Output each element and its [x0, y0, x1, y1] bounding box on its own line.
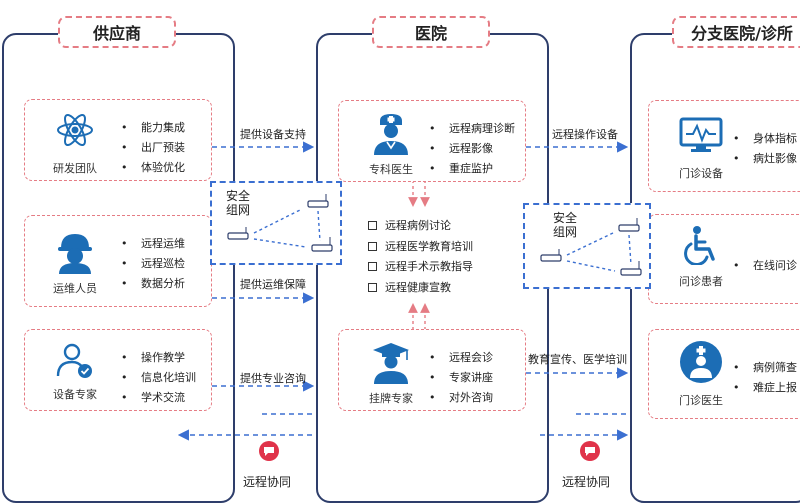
list-item: 难症上报 [733, 378, 797, 398]
list-item: 专家讲座 [429, 368, 493, 388]
card-items: 远程运维 远程巡检 数据分析 [121, 234, 185, 294]
list-item: 远程巡检 [121, 254, 185, 274]
card-items: 病例筛查 难症上报 [733, 358, 797, 398]
list-item: 远程病理诊断 [429, 119, 515, 139]
clinic-doctor-icon [680, 341, 722, 383]
list-item: 远程医学教育培训 [368, 237, 473, 258]
list-item: 信息化培训 [121, 368, 196, 388]
card-caption: 门诊医生 [679, 394, 723, 407]
list-item: 数据分析 [121, 274, 185, 294]
atom-icon [57, 113, 93, 147]
list-item: 病例筛查 [733, 358, 797, 378]
list-item: 重症监护 [429, 159, 515, 179]
label-ops-support: 提供运维保障 [240, 278, 306, 291]
network-box-right: 安全 组网 [523, 203, 651, 289]
list-item: 远程运维 [121, 234, 185, 254]
card-items: 操作教学 信息化培训 学术交流 [121, 348, 196, 408]
list-item: 身体指标 [733, 129, 797, 149]
list-item: 能力集成 [121, 118, 185, 138]
card-ops-staff: 运维人员 远程运维 远程巡检 数据分析 [24, 215, 212, 307]
list-item: 操作教学 [121, 348, 196, 368]
list-item: 远程病例讨论 [368, 216, 473, 237]
list-item: 病灶影像 [733, 149, 797, 169]
list-item: 远程手术示教指导 [368, 257, 473, 278]
card-caption: 挂牌专家 [369, 392, 413, 405]
list-item: 在线问诊 [733, 256, 797, 276]
label-collab-right: 远程协同 [562, 475, 611, 489]
list-item: 学术交流 [121, 388, 196, 408]
card-caption: 设备专家 [53, 388, 97, 401]
expert-icon [56, 343, 92, 378]
label-remote-operate: 远程操作设备 [552, 128, 618, 141]
network-box-left: 安全 组网 [210, 181, 342, 265]
label-consult: 提供专业咨询 [240, 372, 306, 385]
card-caption: 专科医生 [369, 163, 413, 176]
router-network-icon [540, 218, 642, 276]
network-label-text: 安全 组网 [226, 189, 251, 217]
collab-icon-left [259, 441, 279, 461]
network-label: 安全 组网 [553, 211, 577, 239]
card-rd-team: 研发团队 能力集成 出厂预装 体验优化 [24, 99, 212, 181]
label-equip-support: 提供设备支持 [240, 128, 306, 141]
list-item: 对外咨询 [429, 388, 493, 408]
network-label: 安全 组网 [226, 189, 250, 217]
monitor-icon [679, 117, 723, 152]
card-items: 在线问诊 [733, 256, 797, 276]
collab-icon-right [580, 441, 600, 461]
list-item: 体验优化 [121, 158, 185, 178]
hospital-title: 医院 [372, 16, 490, 48]
router-network-icon [227, 194, 333, 252]
branch-title: 分支医院/诊所 [672, 16, 800, 48]
card-named-expert: 挂牌专家 远程会诊 专家讲座 对外咨询 [338, 329, 526, 411]
label-edu-training: 教育宣传、医学培训 [528, 353, 627, 366]
card-caption: 运维人员 [53, 282, 97, 295]
card-items: 远程病理诊断 远程影像 重症监护 [429, 119, 515, 179]
list-item: 远程健康宣教 [368, 278, 473, 299]
list-item: 远程会诊 [429, 348, 493, 368]
label-collab-left: 远程协同 [243, 475, 292, 489]
card-items: 远程会诊 专家讲座 对外咨询 [429, 348, 493, 408]
card-device-expert: 设备专家 操作教学 信息化培训 学术交流 [24, 329, 212, 411]
network-label-text: 安全 组网 [553, 211, 578, 239]
worker-icon [58, 234, 92, 274]
graduate-icon [373, 343, 409, 384]
supplier-title: 供应商 [58, 16, 176, 48]
card-clinic-doctor: 门诊医生 病例筛查 难症上报 [648, 329, 800, 419]
doctor-icon [374, 114, 408, 155]
wheelchair-icon [684, 226, 715, 265]
card-clinic-device: 门诊设备 身体指标 病灶影像 [648, 100, 800, 192]
list-item: 出厂预装 [121, 138, 185, 158]
card-items: 能力集成 出厂预装 体验优化 [121, 118, 185, 178]
card-caption: 研发团队 [53, 162, 97, 175]
hospital-services-list: 远程病例讨论 远程医学教育培训 远程手术示教指导 远程健康宣教 [368, 216, 473, 298]
card-caption: 门诊设备 [679, 167, 723, 180]
card-items: 身体指标 病灶影像 [733, 129, 797, 169]
card-patient: 问诊患者 在线问诊 [648, 214, 800, 304]
card-caption: 问诊患者 [679, 275, 723, 288]
card-specialist: 专科医生 远程病理诊断 远程影像 重症监护 [338, 100, 526, 182]
list-item: 远程影像 [429, 139, 515, 159]
